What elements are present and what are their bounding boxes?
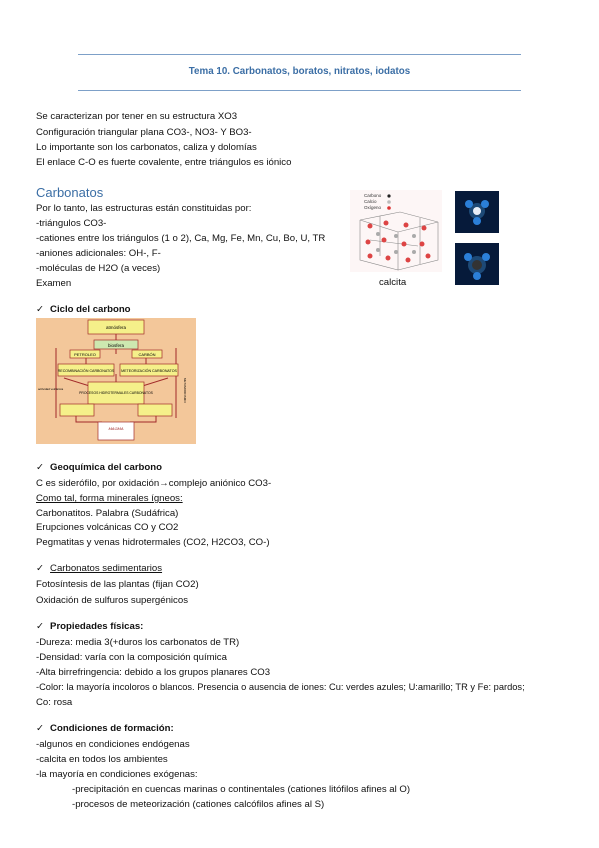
- geoquimica-line: Como tal, forma minerales ígneos:: [36, 493, 183, 504]
- section-heading-carbonatos: Carbonatos: [36, 185, 104, 200]
- diagram-biosfera: biosfera: [108, 343, 125, 348]
- checkmark-icon: ✓: [36, 621, 45, 632]
- propiedades-line: -Color: la mayoría incoloros o blancos. …: [36, 682, 525, 692]
- diagram-recombinacion: RECOMBINACIÓN CARBONATOS: [58, 368, 115, 373]
- page-title: Tema 10. Carbonatos, boratos, nitratos, …: [188, 66, 411, 77]
- section-heading-condiciones: Condiciones de formación:: [50, 723, 174, 734]
- carbonatos-line: Examen: [36, 278, 72, 289]
- condiciones-subline: -procesos de meteorización (cationes cal…: [72, 799, 325, 810]
- section-condiciones: ✓ Condiciones de formación:: [36, 723, 174, 734]
- carbonatos-line: -cationes entre los triángulos (1 o 2), …: [36, 233, 326, 244]
- checkmark-icon: ✓: [36, 723, 45, 734]
- geoquimica-line: Carbonatitos. Palabra (Sudáfrica): [36, 508, 179, 519]
- intro-line: Configuración triangular plana CO3-, NO3…: [36, 127, 252, 138]
- condiciones-line: -la mayoría en condiciones exógenas:: [36, 769, 198, 780]
- co3-molecule-image: [455, 191, 499, 233]
- propiedades-line: -Alta birrefringencia: debido a los grup…: [36, 667, 271, 678]
- section-heading-propiedades: Propiedades físicas:: [50, 621, 144, 632]
- section-heading-geoquimica: Geoquímica del carbono: [50, 462, 162, 473]
- intro-line: Se caracterizan por tener en su estructu…: [36, 111, 238, 122]
- intro-line: Lo importante son los carbonatos, caliza…: [36, 142, 257, 153]
- diagram-carbon: CARBÓN: [138, 352, 155, 357]
- section-sedimentarios: ✓ Carbonatos sedimentarios: [36, 563, 162, 574]
- legend-oxigeno: Oxígeno: [364, 205, 382, 210]
- carbonatos-line: -moléculas de H2O (a veces): [36, 263, 161, 274]
- carbon-cycle-diagram: atmósfera biosfera PETROLEO CARBÓN RECOM…: [36, 318, 196, 444]
- diagram-procesos: PROCESOS HIDROTERMALES CARBONATOS: [79, 391, 153, 395]
- diagram-atmosfera: atmósfera: [106, 325, 127, 330]
- section-heading-sedimentarios: Carbonatos sedimentarios: [50, 563, 163, 574]
- geoquimica-line: Erupciones volcánicas CO y CO2: [36, 522, 179, 533]
- section-heading-ciclo: Ciclo del carbono: [50, 304, 131, 315]
- diagram-meteorizacion: METEORIZACIÓN CARBONATOS: [121, 368, 177, 373]
- diagram-magma: MAGMA: [108, 426, 123, 431]
- geoquimica-line: Pegmatitas y venas hidrotermales (CO2, H…: [36, 537, 270, 548]
- carbonatos-line: Por lo tanto, las estructuras están cons…: [36, 203, 252, 214]
- geoquimica-line: C es siderófilo, por oxidación→complejo …: [36, 478, 272, 489]
- section-geoquimica: ✓ Geoquímica del carbono: [36, 462, 162, 473]
- condiciones-line: -algunos en condiciones endógenas: [36, 739, 190, 750]
- sedimentarios-line: Oxidación de sulfuros supergénicos: [36, 595, 188, 606]
- section-propiedades: ✓ Propiedades físicas:: [36, 621, 143, 632]
- checkmark-icon: ✓: [36, 304, 45, 315]
- condiciones-line: -calcita en todos los ambientes: [36, 754, 168, 765]
- carbonatos-line: -aniones adicionales: OH-, F-: [36, 248, 161, 259]
- legend-carbono: Carbono: [364, 193, 382, 198]
- checkmark-icon: ✓: [36, 462, 45, 473]
- condiciones-subline: -precipitación en cuencas marinas o cont…: [72, 784, 411, 795]
- legend-calcio: Calcio: [364, 199, 377, 204]
- header-rule-top: [78, 54, 521, 55]
- co3-molecule-image-2: [455, 243, 499, 285]
- diagram-petroleo: PETROLEO: [74, 352, 96, 357]
- checkmark-icon: ✓: [36, 563, 45, 574]
- section-ciclo: ✓ Ciclo del carbono: [36, 304, 131, 315]
- carbonatos-line: -triángulos CO3-: [36, 218, 107, 229]
- intro-line: El enlace C-O es fuerte covalente, entre…: [36, 157, 292, 168]
- propiedades-line: Co: rosa: [36, 697, 73, 708]
- diagram-metamorfismo: METAMORFISMO: [183, 378, 187, 403]
- propiedades-line: -Dureza: media 3(+duros los carbonatos d…: [36, 637, 240, 648]
- sedimentarios-line: Fotosíntesis de las plantas (fijan CO2): [36, 579, 199, 590]
- diagram-volcanica: actividad volcánica: [38, 387, 64, 391]
- calcite-structure-image: Carbono Calcio Oxígeno: [350, 190, 442, 272]
- figure-caption-calcita: calcita: [379, 277, 407, 288]
- propiedades-line: -Densidad: varía con la composición quím…: [36, 652, 227, 663]
- header-rule-bottom: [78, 90, 521, 91]
